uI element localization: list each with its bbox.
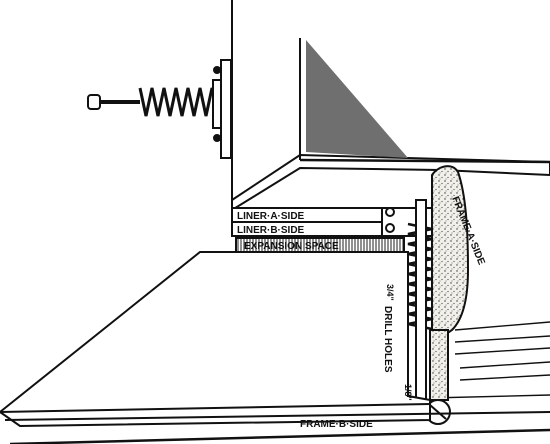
- spring-bolt: [87, 59, 232, 159]
- liner-b-label: LINER·B·SIDE: [237, 225, 305, 236]
- drill-holes-label: DRILL HOLES: [382, 306, 393, 373]
- upper-wall: [231, 0, 550, 212]
- frame-a-side: [431, 165, 470, 346]
- liner-strips: [231, 207, 433, 253]
- shadow-wedge: [306, 40, 408, 158]
- liner-a-label: LINER·A·SIDE: [237, 211, 305, 222]
- dimension-one-eighth: 1/8": [403, 384, 413, 401]
- frame-b-label: FRAME·B·SIDE: [300, 419, 373, 430]
- expansion-space-label: EXPANSION SPACE: [244, 241, 339, 252]
- dimension-three-quarter: 3/4": [385, 284, 395, 301]
- lower-slab: [0, 251, 550, 444]
- bolt: [385, 199, 451, 425]
- background-lines: [429, 321, 550, 399]
